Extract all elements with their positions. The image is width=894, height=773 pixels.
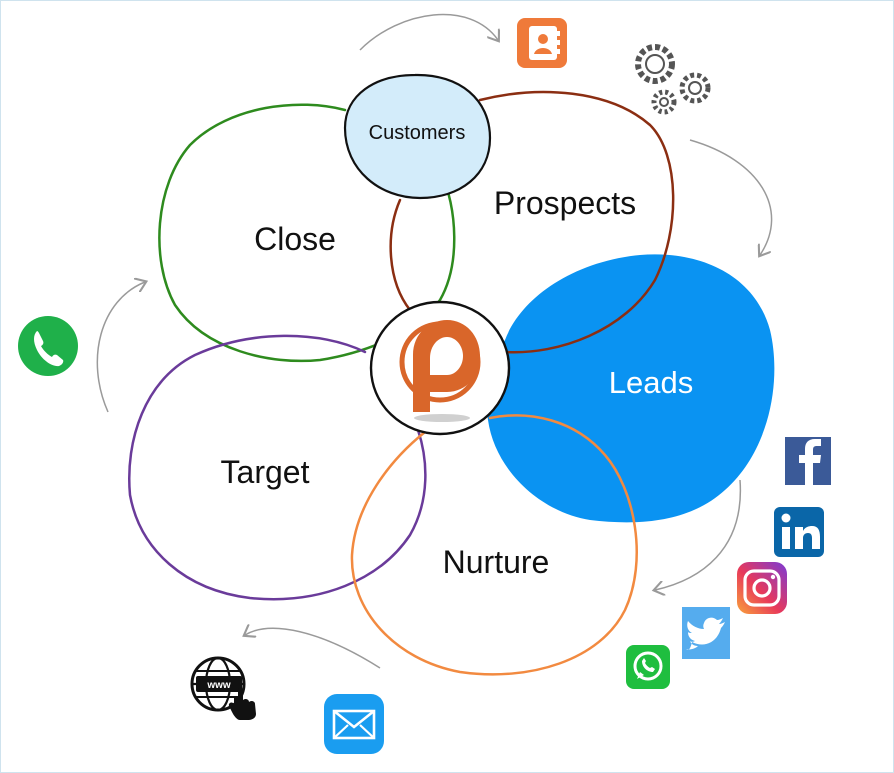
email-icon [324,694,384,754]
target-loop [128,334,427,601]
arrow-bottom [245,628,381,669]
center-logo [369,300,511,436]
prospects-label: Prospects [494,185,636,221]
leads-label: Leads [609,365,693,400]
arrow-right [689,139,773,255]
whatsapp-icon [626,645,670,689]
arrow-top [359,13,498,51]
arrow-bottom-right [655,479,742,590]
contacts-icon [517,18,567,68]
facebook-icon [785,437,831,485]
instagram-icon [737,562,787,614]
arrow-left [96,282,145,413]
twitter-icon [682,607,730,659]
customers-label: Customers [369,122,466,144]
nurture-label: Nurture [443,544,550,580]
leads-blob [485,254,775,523]
close-label: Close [254,221,336,257]
nurture-loop [350,414,638,676]
web-icon: www [190,656,256,720]
svg-text:www: www [206,680,231,691]
phone-icon [18,316,78,376]
close-loop [158,103,456,363]
linkedin-icon [774,507,824,557]
target-label: Target [221,454,310,490]
customers-bubble [343,73,492,200]
gears-icon [635,44,711,115]
